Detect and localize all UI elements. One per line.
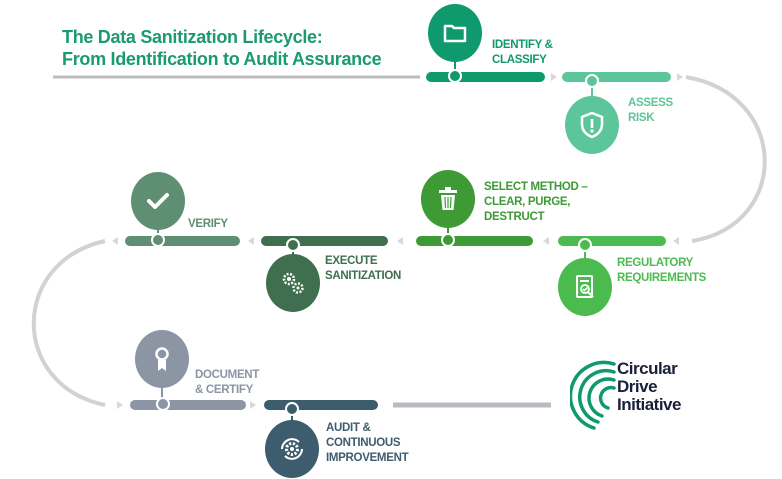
- arrow-right-icon: [677, 73, 683, 81]
- gears-icon: [266, 254, 320, 312]
- left-arc: [31, 239, 106, 407]
- step-label: SELECT METHOD – CLEAR, PURGE, DESTRUCT: [484, 181, 588, 223]
- arrow-left-icon: [543, 237, 549, 245]
- step-label: ASSESS RISK: [628, 97, 673, 124]
- gear-cycle-icon: [265, 420, 319, 478]
- arrow-left-icon: [248, 237, 254, 245]
- step-label: IDENTIFY & CLASSIFY: [492, 39, 553, 66]
- step-label: REGULATORY REQUIREMENTS: [617, 257, 707, 284]
- arrow-left-icon: [397, 237, 403, 245]
- checkmark-icon: [131, 172, 185, 230]
- diagram-title: The Data Sanitization Lifecycle: From Id…: [62, 26, 382, 70]
- folder-icon: [428, 4, 482, 62]
- document-check-icon: [558, 258, 612, 316]
- title-line-2: From Identification to Audit Assurance: [62, 49, 382, 69]
- step-label: VERIFY: [188, 218, 228, 230]
- step-label: EXECUTE SANITIZATION: [325, 255, 402, 282]
- shield-alert-icon: [565, 96, 619, 154]
- arrow-right-icon: [250, 401, 256, 409]
- arrow-left-icon: [673, 237, 679, 245]
- arrow-left-icon: [112, 237, 118, 245]
- step-label: AUDIT & CONTINUOUS IMPROVEMENT: [326, 422, 409, 464]
- trash-icon: [421, 170, 475, 228]
- logo-line-3: Initiative: [617, 395, 681, 414]
- certificate-icon: [135, 330, 189, 388]
- logo-arcs-icon: [570, 360, 616, 430]
- logo-line-2: Drive: [617, 377, 658, 396]
- logo-line-1: Circular: [617, 359, 678, 378]
- step-label: DOCUMENT & CERTIFY: [195, 369, 260, 396]
- right-arc: [685, 75, 767, 243]
- arrow-right-icon: [551, 73, 557, 81]
- title-line-1: The Data Sanitization Lifecycle:: [62, 27, 323, 47]
- arrow-right-icon: [117, 401, 123, 409]
